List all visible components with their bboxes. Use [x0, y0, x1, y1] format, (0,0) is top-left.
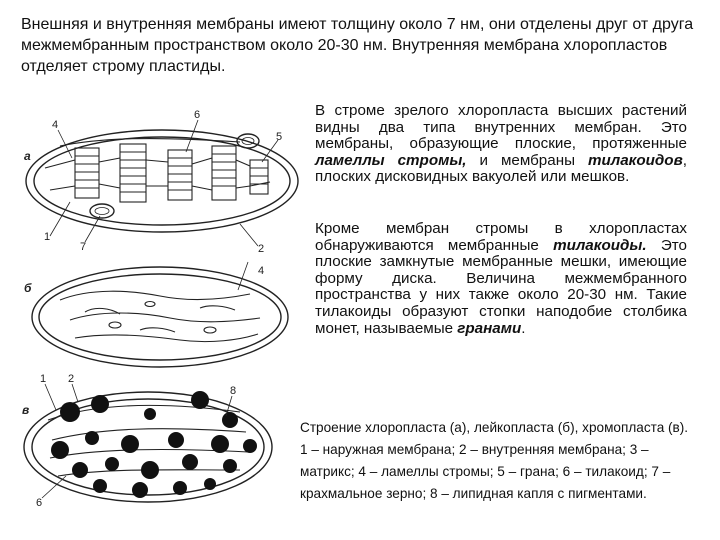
label-a-6: 6 [194, 109, 200, 121]
chloroplast-diagram [26, 120, 298, 246]
leucoplast-diagram [32, 262, 288, 367]
label-a-5: 5 [276, 131, 282, 143]
term-grana: гранами [457, 320, 521, 337]
label-a-1: 1 [44, 231, 50, 243]
inner-membrane-b [39, 274, 281, 360]
paragraph-thylakoids: Кроме мембран стромы в хлоропластах обна… [315, 221, 687, 337]
term-thylakoids: тилакоидов [588, 152, 683, 169]
label-a-2: 2 [258, 243, 264, 255]
term-thylakoids-2: тилакоиды. [553, 237, 647, 254]
term-stroma-lamellae: ламеллы стромы, [315, 152, 467, 169]
starch-grain-a [90, 204, 114, 218]
label-a: а [24, 149, 31, 163]
label-v-8: 8 [230, 385, 236, 397]
label-a-7: 7 [80, 241, 86, 253]
p1-text-1: В строме зрелого хлоропласта высших раст… [315, 102, 687, 152]
chromoplast-diagram [24, 384, 272, 502]
label-a-4: 4 [52, 119, 58, 131]
p2-text-3: . [521, 320, 525, 337]
label-b-4: 4 [258, 265, 264, 277]
grana-a [75, 144, 268, 202]
inner-membrane-a [34, 137, 290, 225]
p1-text-2: и мембраны [467, 152, 588, 169]
label-v-2: 2 [68, 373, 74, 385]
label-v-1: 1 [40, 373, 46, 385]
outer-membrane-b [32, 267, 288, 367]
label-v-6: 6 [36, 497, 42, 509]
figure-caption: Строение хлоропласта (а), лейкопласта (б… [300, 417, 695, 505]
label-v: в [22, 403, 29, 417]
label-b: б [24, 281, 32, 295]
paragraph-stroma-membranes: В строме зрелого хлоропласта высших раст… [315, 103, 687, 186]
